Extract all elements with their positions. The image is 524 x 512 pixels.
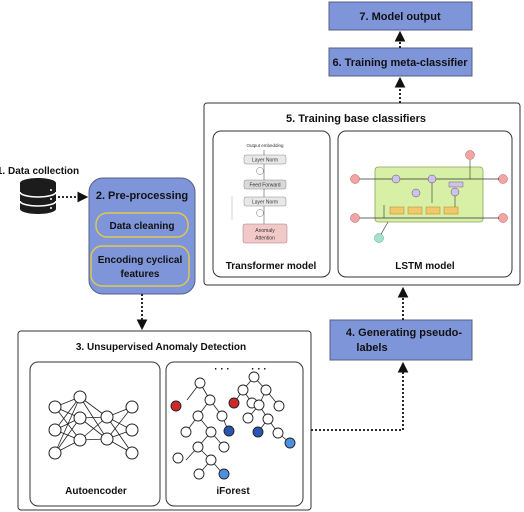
autoencoder-panel: Autoencoder <box>29 361 161 507</box>
autoencoder-nodes <box>48 390 139 460</box>
iforest-nodes <box>170 371 296 480</box>
step-7-model-output: 7. Model output <box>328 1 473 31</box>
normal-node-lightblue-2 <box>284 437 296 449</box>
flow-arrows <box>58 30 409 431</box>
anomaly-node-red-2 <box>228 397 240 409</box>
iforest-label: iForest <box>216 486 250 497</box>
anomaly-node-red-1 <box>170 400 182 412</box>
data-cleaning-label: Data cleaning <box>109 221 174 232</box>
step-4-pseudo-labels: 4. Generating pseudo- labels <box>329 319 473 361</box>
step-6-meta-classifier: 6. Training meta-classifier <box>328 47 473 77</box>
step-5-base-classifiers: 5. Training base classifiers Output embe… <box>203 102 521 286</box>
cell-state-out <box>498 174 508 184</box>
iforest-panel: · · · · · · <box>165 361 304 507</box>
anomaly-attention-block <box>242 223 288 244</box>
tanh-node <box>448 181 464 188</box>
step-1-data-collection: 1. Data collection <box>0 166 79 214</box>
database-icon <box>19 178 57 214</box>
output-node <box>465 150 475 160</box>
step-2-pre-processing: 2. Pre-processing Data cleaning Encoding… <box>88 177 196 295</box>
layer-norm-block-2 <box>243 196 287 207</box>
input-node <box>374 233 384 243</box>
step-4-label-2: labels <box>356 342 387 354</box>
hidden-state-out <box>498 213 508 223</box>
transformer-top-label: Output embedding <box>246 143 284 148</box>
normal-node-lightblue-1 <box>218 468 230 480</box>
data-cleaning-box <box>95 212 189 238</box>
step-5-label: 5. Training base classifiers <box>286 113 426 125</box>
feed-forward-block <box>243 179 287 190</box>
normal-node-blue-1 <box>223 425 235 437</box>
step-6-label: 6. Training meta-classifier <box>332 57 468 69</box>
layer-norm-label: Layer Norm <box>252 158 278 164</box>
anomaly-attention-label-2: Attention <box>255 236 275 242</box>
step-4-label-1: 4. Generating pseudo- <box>346 327 462 339</box>
output-gate <box>443 206 459 215</box>
lstm-panel: LSTM model <box>337 130 513 278</box>
multiply-node-3 <box>450 187 460 197</box>
step-7-label: 7. Model output <box>359 11 441 23</box>
iforest-dots-left: · · · <box>214 364 230 375</box>
multiply-node-1 <box>391 174 401 184</box>
lstm-label: LSTM model <box>395 261 455 272</box>
layer-norm-label-2: Layer Norm <box>252 200 278 206</box>
step-1-label: 1. Data collection <box>0 166 79 177</box>
step-3-label: 3. Unsupervised Anomaly Detection <box>76 342 246 353</box>
transformer-label: Transformer model <box>226 261 317 272</box>
layer-norm-block <box>243 154 287 165</box>
hidden-state-in <box>350 213 360 223</box>
multiply-node-2 <box>411 188 421 198</box>
feed-forward-label: Feed Forward <box>249 183 280 189</box>
encoding-label-2: features <box>121 269 160 280</box>
input-gate <box>407 206 423 215</box>
add-node-lstm <box>427 174 437 184</box>
cell-state-in <box>350 174 360 184</box>
arrow-3-to-4 <box>311 361 409 431</box>
normal-node-blue-2 <box>252 426 264 438</box>
forget-gate <box>389 206 405 215</box>
add-node <box>256 167 264 175</box>
step-3-anomaly-detection: 3. Unsupervised Anomaly Detection Autoen… <box>17 330 312 511</box>
add-node-2 <box>256 209 264 217</box>
autoencoder-label: Autoencoder <box>65 486 127 497</box>
candidate-gate <box>425 206 441 215</box>
step-2-label: 2. Pre-processing <box>96 190 188 202</box>
transformer-panel: Output embedding Layer Norm Feed Forward… <box>212 130 331 278</box>
encoding-box <box>90 245 190 287</box>
anomaly-attention-label-1: Anomaly <box>255 228 275 234</box>
iforest-dots-right: · · · <box>251 364 267 375</box>
encoding-label-1: Encoding cyclical <box>98 255 183 266</box>
